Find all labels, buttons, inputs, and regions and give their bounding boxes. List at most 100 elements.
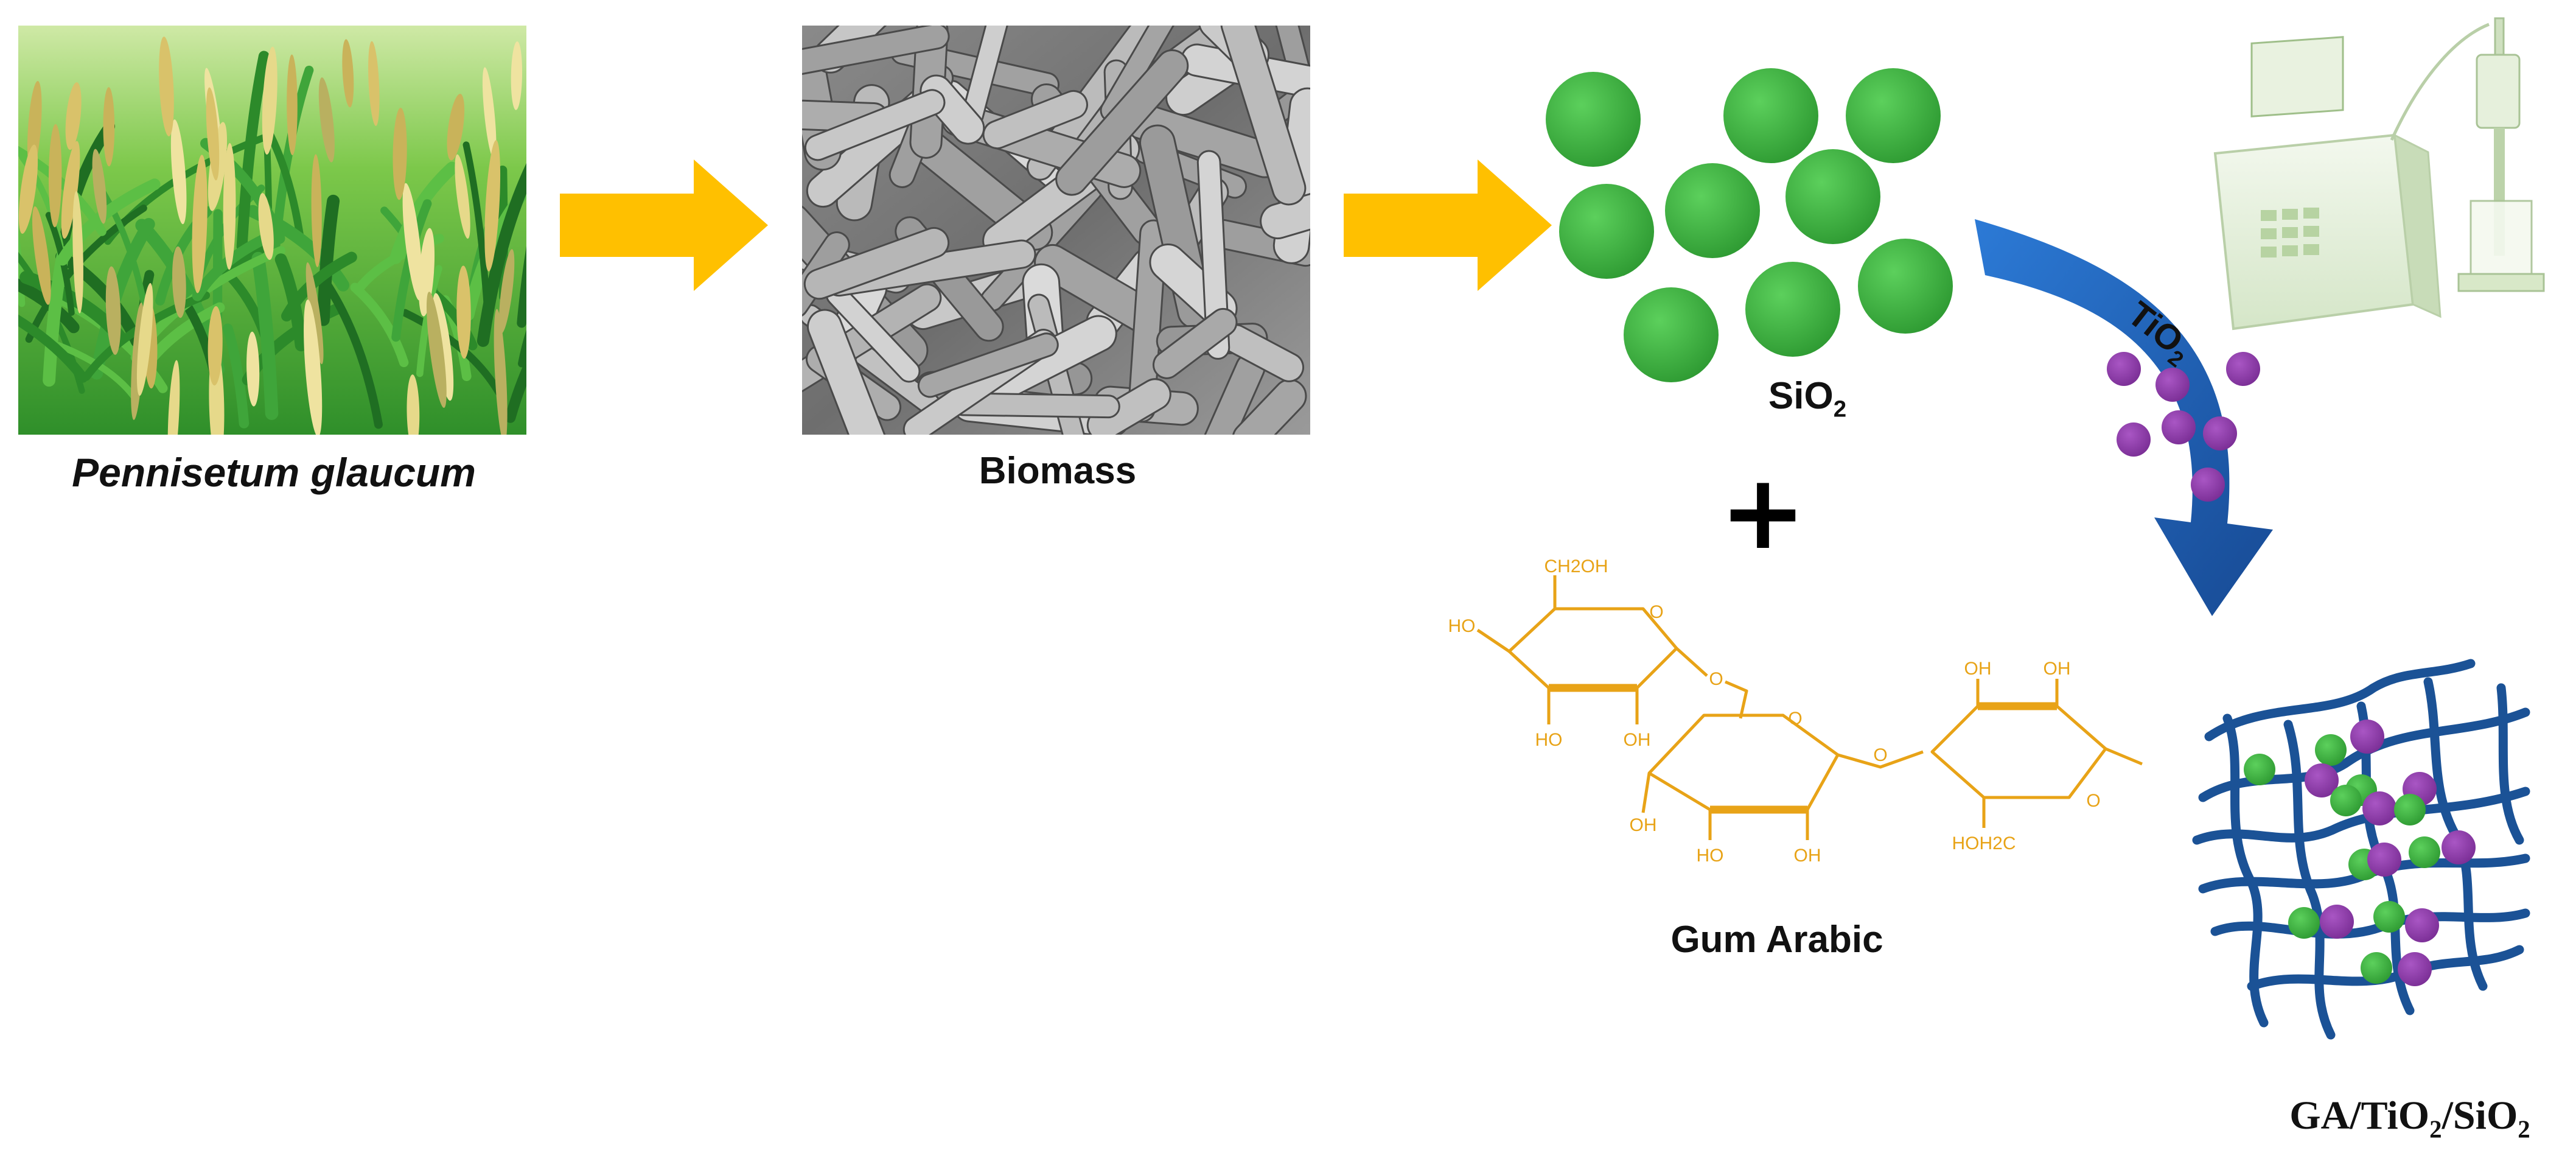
- biomass-label: Biomass: [979, 450, 1137, 492]
- leaf: [518, 329, 526, 368]
- leaf: [504, 358, 526, 423]
- leaf: [274, 253, 307, 352]
- atom-label: HO: [1448, 616, 1476, 636]
- millet-spike: [192, 155, 208, 293]
- atom-label: O: [1788, 709, 1802, 729]
- millet-spike: [172, 246, 186, 318]
- leaf: [223, 323, 250, 429]
- millet-spike: [65, 82, 82, 150]
- millet-spike: [72, 191, 83, 314]
- atom-label: OH: [2044, 659, 2071, 679]
- millet-spike: [456, 265, 471, 359]
- millet-spike: [402, 183, 423, 301]
- millet-spike: [393, 107, 407, 200]
- millet-spike: [426, 292, 447, 408]
- millet-spike: [494, 309, 508, 435]
- tio2-particle: [2320, 905, 2354, 939]
- leaf: [350, 282, 409, 368]
- silica-sphere: [1785, 149, 1880, 244]
- tio2-particle: [2367, 843, 2401, 877]
- leaf: [57, 178, 161, 266]
- millet-spike: [482, 67, 497, 159]
- millet-field-photo: [18, 26, 526, 435]
- composite-particles: [2244, 720, 2476, 986]
- silica-sphere: [1723, 68, 1818, 163]
- composite-label-part: /SiO: [2442, 1093, 2518, 1138]
- millet-spike: [61, 141, 80, 239]
- millet-spike: [32, 206, 51, 305]
- tio2-particle: [2203, 416, 2237, 450]
- millet-spike: [368, 41, 380, 126]
- silica-particle: [2315, 734, 2347, 766]
- millet-spike: [103, 87, 115, 167]
- millet-spike: [105, 266, 121, 355]
- atom-label: OH: [1964, 659, 1992, 679]
- biomass-rod: [802, 26, 950, 80]
- silica-sphere: [1546, 72, 1641, 167]
- curved-process-arrow: [1975, 219, 2273, 616]
- silica-particle: [2244, 754, 2275, 785]
- atom-label: OH: [1624, 730, 1651, 750]
- millet-spike: [342, 39, 354, 108]
- millet-spike: [455, 154, 470, 239]
- leaf: [389, 161, 458, 264]
- tio2-particle: [2362, 791, 2396, 825]
- silica-sphere: [1624, 287, 1719, 382]
- plant-species-label: Pennisetum glaucum: [72, 450, 476, 495]
- tio2-particle: [2350, 720, 2384, 754]
- leaf: [18, 278, 80, 334]
- biomass-rod: [803, 227, 950, 300]
- atom-label: OH: [1794, 846, 1821, 866]
- millet-spike: [258, 193, 274, 260]
- millet-spike: [136, 282, 153, 396]
- leaf: [517, 246, 526, 328]
- biomass-rod: [1196, 150, 1230, 360]
- gum-arabic-atom-labels: CH2OH O HO HO OH O O OH HO OH O OH OH O …: [1448, 556, 2101, 866]
- millet-spike: [447, 94, 465, 161]
- atom-label: O: [1649, 602, 1663, 622]
- millet-spike: [305, 262, 324, 365]
- millet-spike: [407, 374, 420, 435]
- tio2-particle: [2398, 952, 2432, 986]
- millet-spike: [167, 360, 180, 435]
- tio2-particle: [2162, 410, 2196, 444]
- process-arrow-1: [560, 159, 768, 291]
- silica-particle: [2409, 836, 2440, 868]
- leaf: [54, 342, 139, 402]
- leaf: [95, 182, 149, 315]
- silica-particle: [2361, 952, 2392, 984]
- composite-label-part: GA/TiO: [2289, 1093, 2430, 1138]
- leaf: [316, 194, 340, 326]
- biomass-rod: [1220, 26, 1307, 206]
- silica-sphere: [1858, 239, 1953, 334]
- millet-spike: [223, 142, 236, 270]
- tio2-particle: [2442, 830, 2476, 864]
- leaf: [192, 231, 274, 301]
- atom-label: OH: [1630, 815, 1657, 835]
- biomass-rod: [804, 89, 946, 161]
- millet-spike: [208, 306, 223, 386]
- process-arrow-2: [1344, 159, 1552, 291]
- millet-spike: [287, 54, 298, 155]
- silica-label-subscript: 2: [1833, 396, 1847, 422]
- composite-label: GA/TiO2/SiO2: [2246, 1093, 2574, 1143]
- tio2-particle: [2305, 763, 2339, 797]
- tio2-particle: [2405, 908, 2439, 942]
- tio2-nanoparticles: [2107, 352, 2260, 502]
- millet-spike: [170, 119, 187, 225]
- atom-label: O: [2086, 791, 2100, 811]
- silica-particle: [2288, 907, 2320, 939]
- millet-spike: [92, 149, 107, 224]
- composite-label-subscript: 2: [2429, 1115, 2442, 1143]
- atom-label: HO: [1535, 730, 1563, 750]
- biomass-rod: [1086, 378, 1171, 435]
- tio2-particle: [2191, 468, 2225, 502]
- leaf: [18, 314, 88, 383]
- silica-label-text: SiO: [1768, 375, 1834, 417]
- composite-label-subscript: 2: [2518, 1115, 2530, 1143]
- silica-particle: [2373, 901, 2405, 933]
- millet-spike: [159, 37, 174, 136]
- millet-spike: [206, 87, 220, 181]
- leaf: [462, 141, 492, 325]
- silica-sphere: [1665, 163, 1760, 258]
